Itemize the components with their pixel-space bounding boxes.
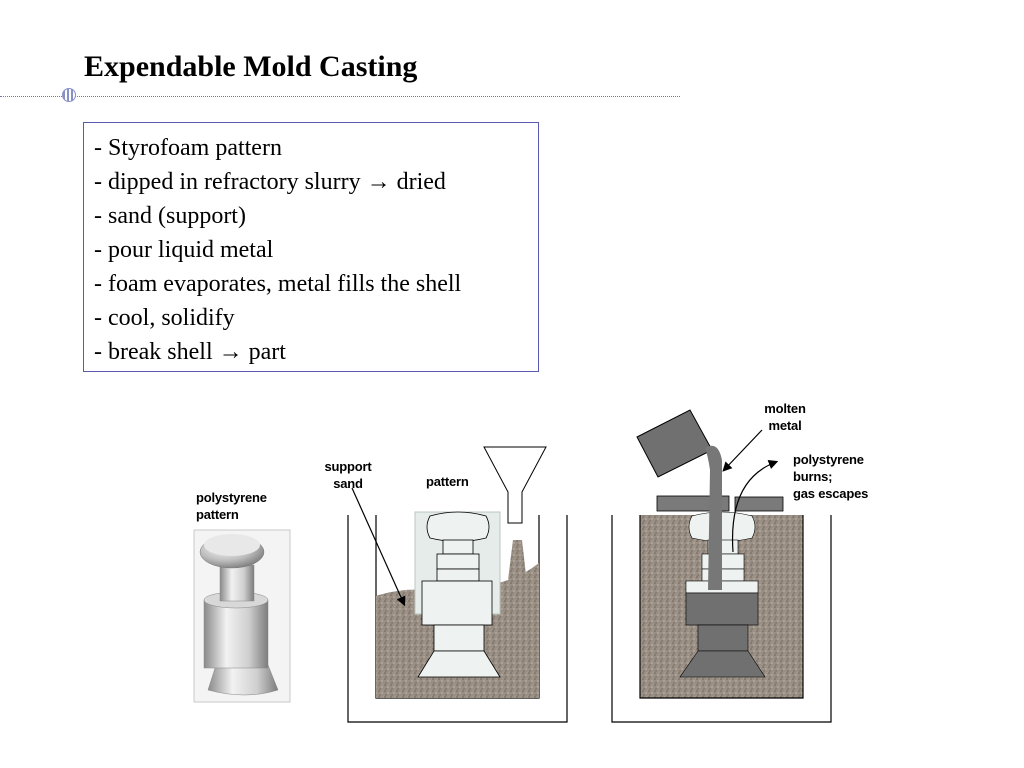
label-support-sand: support sand xyxy=(324,459,372,491)
slide-title: Expendable Mold Casting xyxy=(84,50,418,83)
arrow-right-icon: → xyxy=(218,339,243,365)
step-5: - foam evaporates, metal fills the shell xyxy=(94,271,462,297)
label-pattern: pattern xyxy=(426,474,469,489)
mold-with-pattern xyxy=(347,446,568,723)
step-2: - dipped in refractory slurry → dried xyxy=(94,169,446,195)
process-steps-box: - Styrofoam pattern - dipped in refracto… xyxy=(83,122,539,372)
label-polystyrene-burns: polystyrene burns; gas escapes xyxy=(793,452,869,501)
step-7: - break shell → part xyxy=(94,339,286,365)
arrow-right-icon: → xyxy=(366,169,391,195)
label-molten-metal: molten metal xyxy=(764,401,806,433)
mold-pouring xyxy=(611,409,832,723)
divider-ornament-icon xyxy=(62,88,76,102)
step-3: - sand (support) xyxy=(94,203,246,229)
label-polystyrene-pattern: polystyrene pattern xyxy=(196,490,267,522)
step-4: - pour liquid metal xyxy=(94,237,274,263)
step-1: - Styrofoam pattern xyxy=(94,135,282,161)
step-6: - cool, solidify xyxy=(94,305,235,331)
process-steps-list: - Styrofoam pattern - dipped in refracto… xyxy=(94,131,538,369)
title-divider xyxy=(0,96,680,97)
support-sand-arrow xyxy=(351,487,406,607)
polystyrene-pattern-render xyxy=(193,529,291,703)
